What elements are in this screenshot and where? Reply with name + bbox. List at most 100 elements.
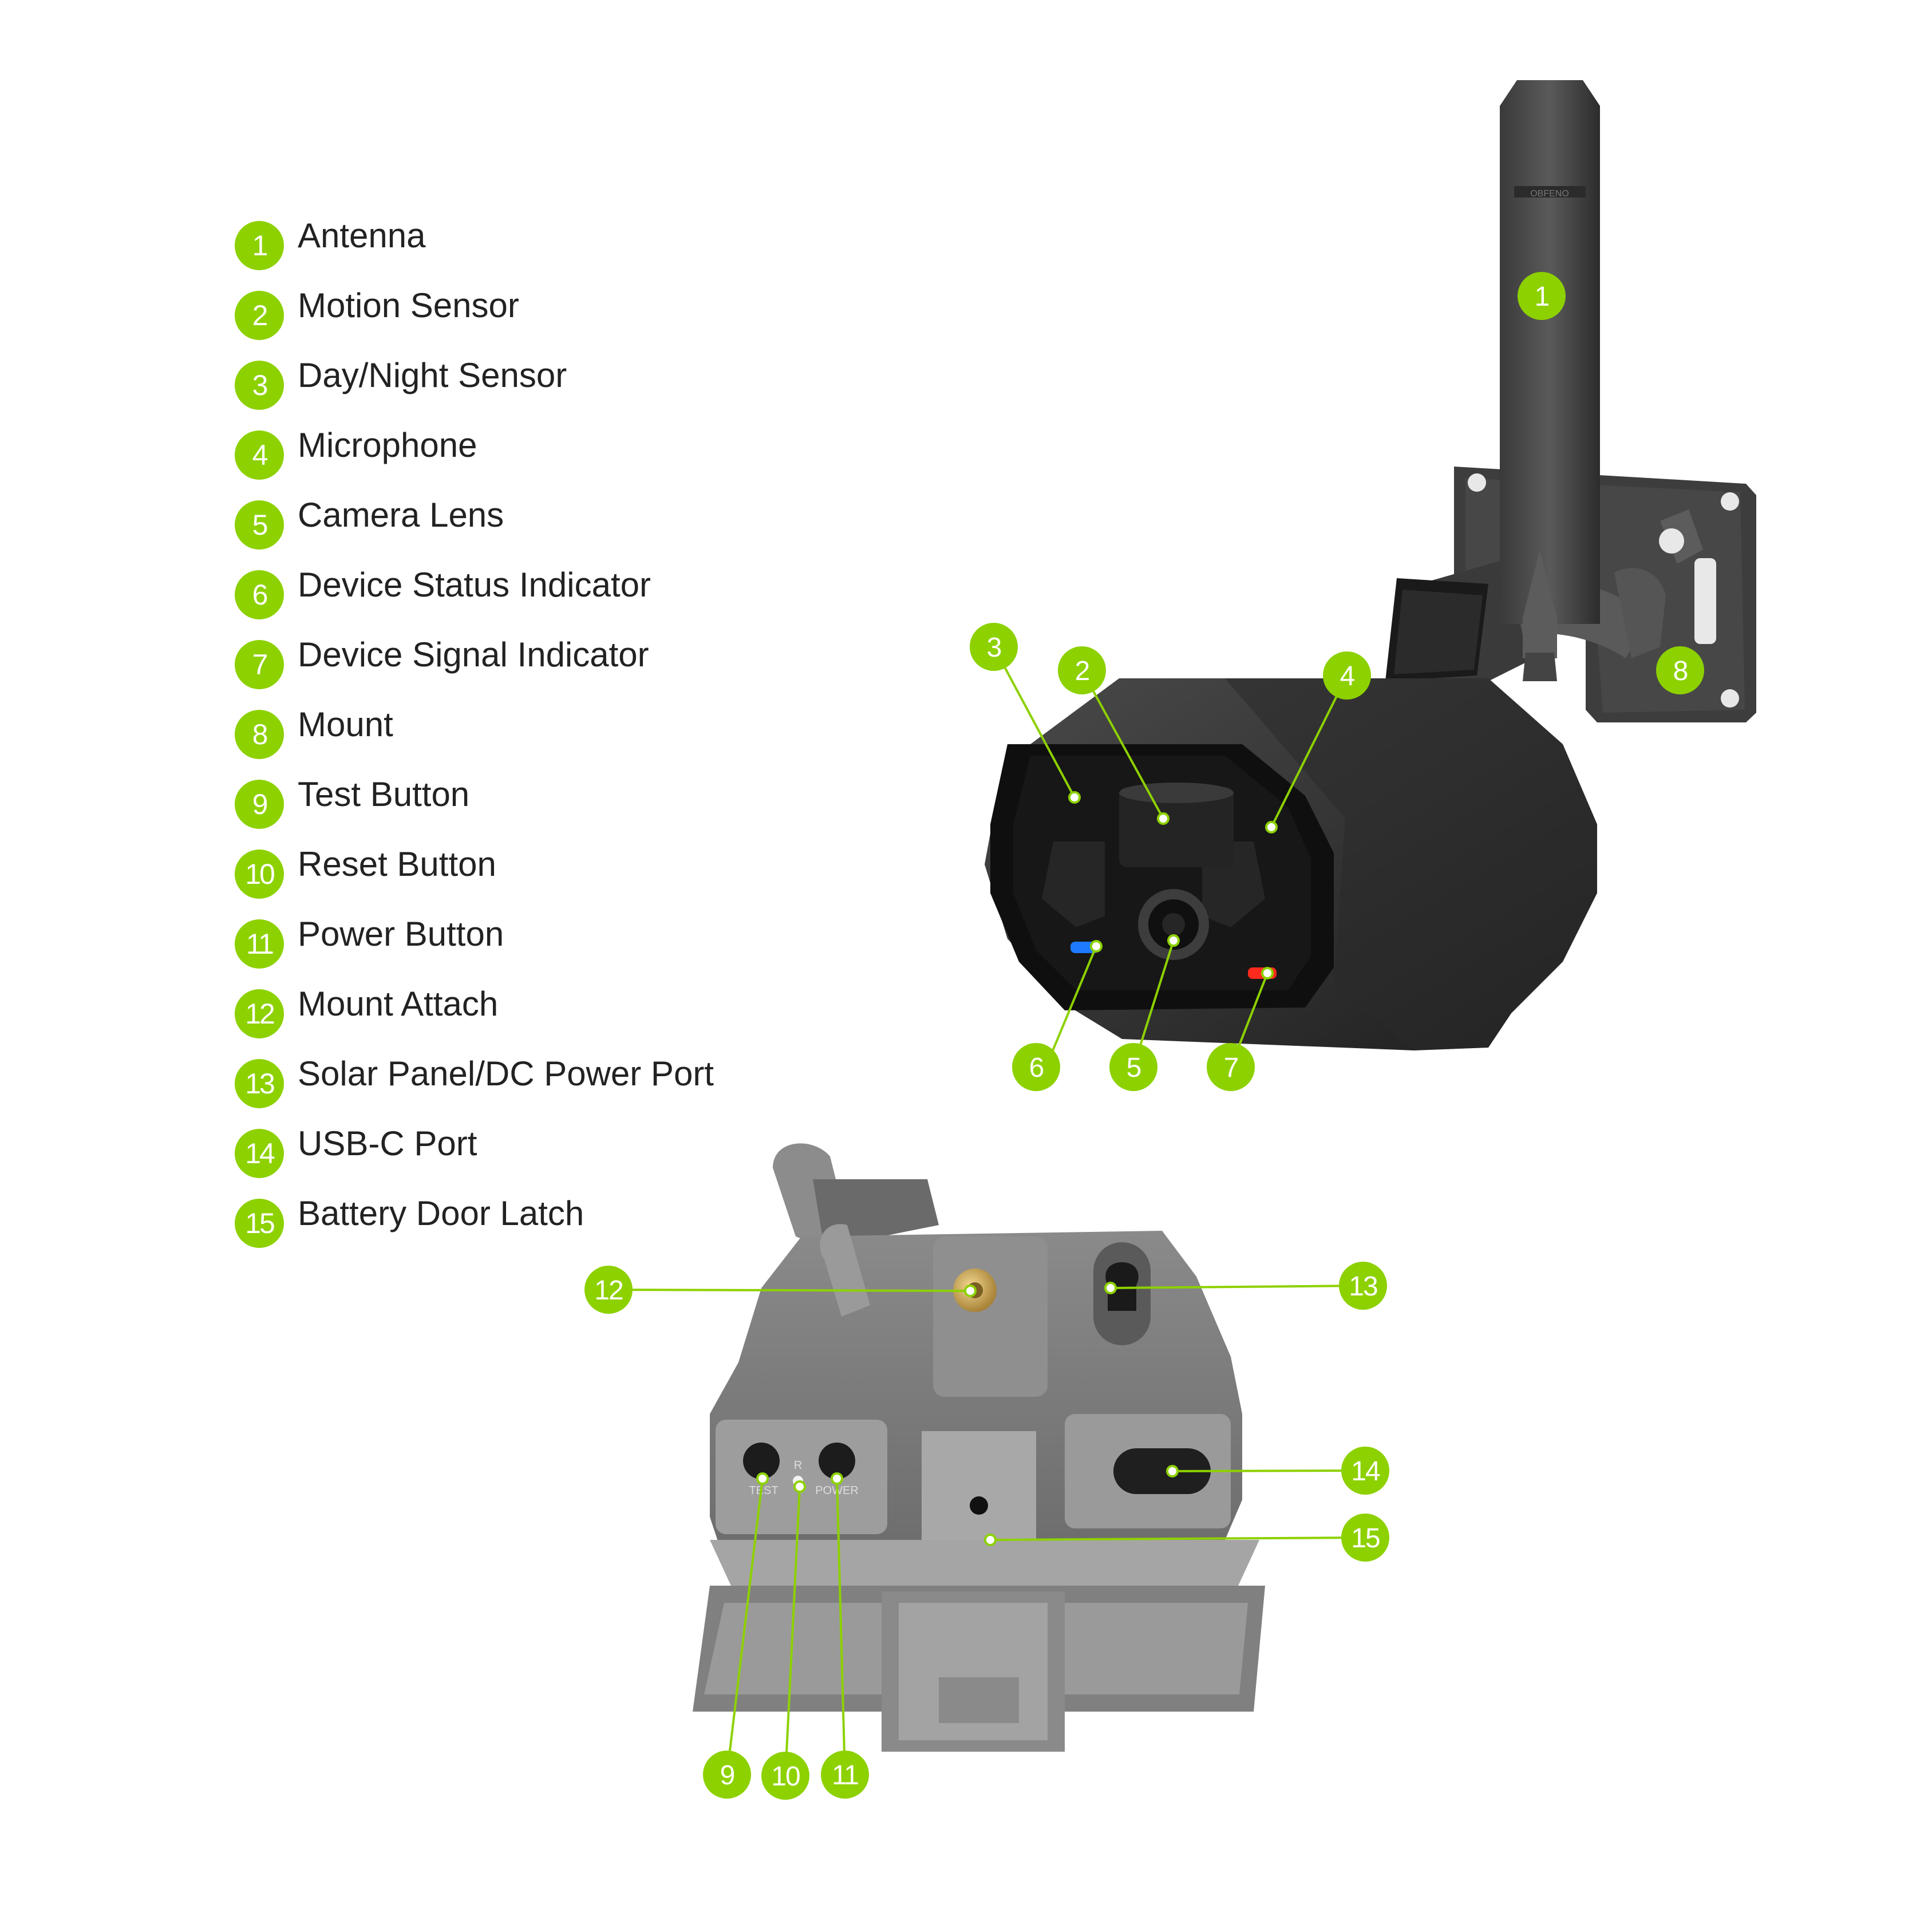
legend-badge: 8 bbox=[235, 710, 284, 759]
antenna: OBFENO bbox=[1500, 80, 1600, 681]
legend-item-antenna: 1 Antenna bbox=[235, 213, 807, 283]
legend-label: USB-C Port bbox=[298, 1124, 477, 1163]
leader-9 bbox=[726, 1478, 764, 1775]
legend-label: Camera Lens bbox=[298, 496, 504, 534]
callout-number-5: 5 bbox=[1127, 1053, 1141, 1083]
legend-item-device-signal-indicator: 7 Device Signal Indicator bbox=[235, 632, 807, 702]
callout-badge-4: 4 bbox=[1323, 651, 1371, 700]
dot-11 bbox=[831, 1472, 843, 1485]
leader-10 bbox=[784, 1486, 801, 1776]
callout-badge-11: 11 bbox=[821, 1751, 869, 1799]
leader-15 bbox=[990, 1536, 1366, 1541]
callout-number-12: 12 bbox=[594, 1275, 623, 1306]
leader-12 bbox=[608, 1289, 971, 1292]
camera-lens bbox=[1138, 889, 1209, 960]
callout-badge-9: 9 bbox=[703, 1751, 751, 1799]
legend-item-power-button: 11 Power Button bbox=[235, 911, 807, 981]
legend-label: Device Status Indicator bbox=[298, 566, 651, 604]
callout-number-14: 14 bbox=[1351, 1456, 1380, 1487]
legend-badge: 5 bbox=[235, 500, 284, 550]
legend-item-motion-sensor: 2 Motion Sensor bbox=[235, 283, 807, 353]
callout-number-1: 1 bbox=[1535, 282, 1549, 312]
dot-6 bbox=[1090, 940, 1103, 953]
callout-badge-1: 1 bbox=[1518, 272, 1566, 320]
legend-item-microphone: 4 Microphone bbox=[235, 422, 807, 492]
leader-3 bbox=[993, 646, 1076, 798]
reset-button-label: R bbox=[794, 1459, 802, 1472]
callout-number-8: 8 bbox=[1673, 656, 1688, 686]
callout-number-15: 15 bbox=[1351, 1523, 1380, 1554]
dot-13 bbox=[1104, 1282, 1117, 1294]
legend-badge: 7 bbox=[235, 640, 284, 689]
legend-item-usb-c-port: 14 USB-C Port bbox=[235, 1121, 807, 1191]
callout-number-2: 2 bbox=[1075, 656, 1089, 686]
legend-badge: 4 bbox=[235, 430, 284, 480]
antenna-brand-text: OBFENO bbox=[1530, 189, 1569, 199]
dot-9 bbox=[756, 1472, 769, 1485]
callout-number-6: 6 bbox=[1029, 1053, 1044, 1083]
legend-label: Power Button bbox=[298, 915, 504, 953]
dot-14 bbox=[1166, 1465, 1179, 1477]
legend-item-mount-attach: 12 Mount Attach bbox=[235, 981, 807, 1051]
legend-badge: 15 bbox=[235, 1199, 284, 1248]
callout-badge-15: 15 bbox=[1341, 1514, 1389, 1562]
legend-label: Motion Sensor bbox=[298, 286, 519, 325]
motion-sensor-window bbox=[1119, 783, 1234, 867]
legend-label: Microphone bbox=[298, 426, 477, 464]
callout-endpoint-dots bbox=[756, 791, 1278, 1546]
legend-label: Device Signal Indicator bbox=[298, 635, 649, 674]
callout-badge-6: 6 bbox=[1012, 1043, 1060, 1091]
legend-item-day-night-sensor: 3 Day/Night Sensor bbox=[235, 353, 807, 422]
legend-badge: 11 bbox=[235, 919, 284, 969]
legend-label: Test Button bbox=[298, 775, 470, 813]
dot-10 bbox=[793, 1480, 806, 1493]
legend-badge: 3 bbox=[235, 361, 284, 410]
legend-list: 1 Antenna 2 Motion Sensor 3 Day/Night Se… bbox=[235, 213, 807, 1261]
legend-badge: 2 bbox=[235, 291, 284, 340]
usb-c-port bbox=[1113, 1448, 1211, 1494]
leader-4 bbox=[1270, 675, 1348, 828]
callout-badge-7: 7 bbox=[1207, 1043, 1255, 1091]
legend-item-camera-lens: 5 Camera Lens bbox=[235, 492, 807, 562]
legend-item-device-status-indicator: 6 Device Status Indicator bbox=[235, 562, 807, 632]
legend-item-reset-button: 10 Reset Button bbox=[235, 841, 807, 911]
dot-3 bbox=[1068, 791, 1081, 804]
legend-label: Mount Attach bbox=[298, 985, 499, 1023]
legend-badge: 10 bbox=[235, 850, 284, 899]
callout-badge-10: 10 bbox=[761, 1752, 809, 1800]
callout-badge-12: 12 bbox=[584, 1266, 633, 1314]
legend-badge: 14 bbox=[235, 1129, 284, 1178]
legend-item-mount: 8 Mount bbox=[235, 702, 807, 772]
leader-13 bbox=[1110, 1285, 1364, 1289]
legend-badge: 6 bbox=[235, 570, 284, 619]
callout-badge-14: 14 bbox=[1341, 1447, 1389, 1495]
callout-number-3: 3 bbox=[987, 633, 1001, 663]
legend-label: Antenna bbox=[298, 216, 426, 255]
leader-11 bbox=[836, 1478, 846, 1775]
battery-door-latch bbox=[970, 1496, 988, 1515]
leader-6 bbox=[1045, 946, 1097, 1068]
dot-12 bbox=[964, 1285, 977, 1297]
dc-power-port bbox=[1093, 1242, 1151, 1345]
callout-badge-8: 8 bbox=[1656, 646, 1704, 694]
legend-item-solar-dc-port: 13 Solar Panel/DC Power Port bbox=[235, 1051, 807, 1121]
legend-label: Battery Door Latch bbox=[298, 1194, 584, 1232]
callout-number-10: 10 bbox=[771, 1761, 800, 1792]
legend-item-test-button: 9 Test Button bbox=[235, 772, 807, 841]
callout-number-7: 7 bbox=[1224, 1053, 1238, 1083]
callout-badge-13: 13 bbox=[1339, 1262, 1387, 1310]
callout-number-11: 11 bbox=[832, 1760, 858, 1791]
legend-badge: 1 bbox=[235, 221, 284, 270]
dot-2 bbox=[1157, 812, 1170, 825]
legend-item-battery-door-latch: 15 Battery Door Latch bbox=[235, 1191, 807, 1261]
leader-2 bbox=[1081, 670, 1164, 819]
callouts: 1 2 3 4 5 6 7 8 9 10 11 12 13 14 15 bbox=[584, 272, 1704, 1800]
legend-label: Mount bbox=[298, 705, 393, 744]
legend-badge: 9 bbox=[235, 780, 284, 829]
callout-number-9: 9 bbox=[720, 1760, 734, 1791]
callout-badge-2: 2 bbox=[1058, 646, 1106, 694]
back-housing bbox=[693, 1143, 1265, 1752]
callout-number-13: 13 bbox=[1349, 1271, 1377, 1302]
